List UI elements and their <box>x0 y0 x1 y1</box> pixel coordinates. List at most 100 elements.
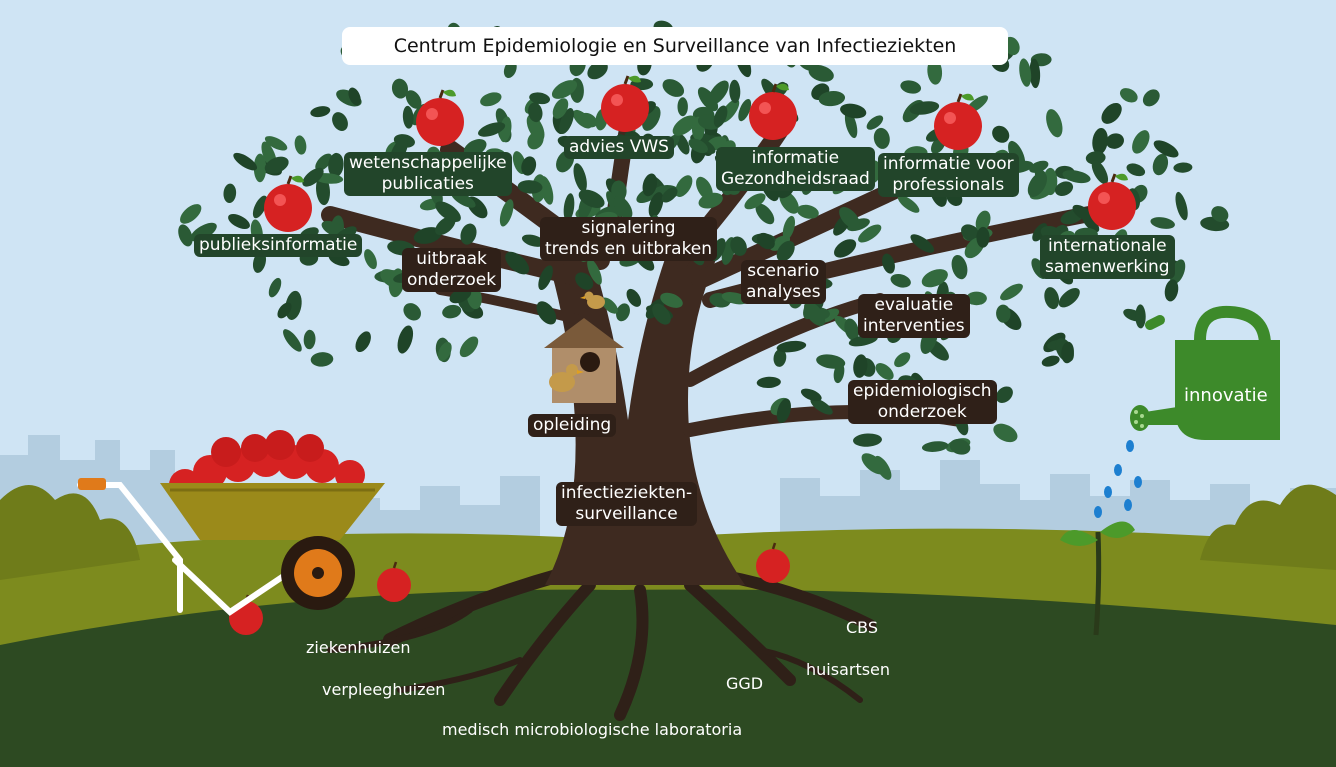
leaf <box>1046 109 1063 138</box>
leaf <box>499 199 514 227</box>
leaf <box>713 105 728 128</box>
leaf <box>517 180 543 194</box>
leaf <box>995 386 1013 403</box>
leaf <box>178 224 193 247</box>
leaf <box>1027 172 1048 197</box>
label-scenario-analyses: scenario analyses <box>741 260 826 304</box>
leaf <box>551 80 578 99</box>
leaf <box>264 156 289 174</box>
leaf <box>1135 304 1146 329</box>
leaf <box>1175 191 1188 221</box>
leaf <box>435 201 461 222</box>
leaf <box>652 303 671 325</box>
leaf <box>834 239 857 258</box>
leaf <box>626 288 642 307</box>
leaf <box>776 398 791 424</box>
leaf <box>1085 151 1106 165</box>
leaf <box>861 453 886 475</box>
source-verpleeghuizen: verpleeghuizen <box>322 680 446 699</box>
leaf <box>1061 341 1074 364</box>
leaf <box>910 234 935 253</box>
leaf <box>738 99 752 122</box>
leaf <box>875 363 894 380</box>
leaf <box>951 254 968 280</box>
leaf <box>975 210 991 232</box>
leaf <box>816 354 846 369</box>
leaf <box>1173 162 1193 173</box>
tree-apples <box>264 75 1136 232</box>
leaf <box>1054 181 1074 196</box>
leaf <box>698 192 723 209</box>
leaf <box>1164 279 1179 302</box>
leaf <box>328 152 344 178</box>
source-laboratoria: medisch microbiologische laboratoria <box>442 720 743 739</box>
bird-icon <box>549 364 584 392</box>
leaf <box>575 272 594 290</box>
leaf <box>332 112 348 132</box>
leaf <box>1126 163 1146 177</box>
leaf <box>866 115 884 130</box>
leaf <box>616 303 630 322</box>
leaf <box>660 292 683 308</box>
label-infectieziekten-surveillance: infectieziekten- surveillance <box>556 482 698 526</box>
leaf <box>315 153 333 171</box>
leaf <box>1132 130 1150 154</box>
label-epidemiologisch-onderzoek: epidemiologisch onderzoek <box>848 380 997 424</box>
leaf <box>996 304 1011 323</box>
leaf <box>840 103 867 119</box>
leaf <box>573 163 587 192</box>
water-drops <box>1094 440 1142 518</box>
leaf <box>253 153 267 183</box>
leaf <box>773 348 787 367</box>
leaf <box>818 91 846 107</box>
leaf <box>348 87 361 106</box>
label-wetenschappelijke-publicaties: wetenschappelijke publicaties <box>344 152 512 196</box>
apple <box>264 175 312 232</box>
bush-left <box>0 485 140 580</box>
leaf <box>897 195 920 213</box>
leaf <box>688 138 708 154</box>
leaf <box>223 183 237 203</box>
leaf <box>853 354 868 378</box>
leaf <box>303 329 316 350</box>
leaf <box>921 441 949 452</box>
leaf <box>844 318 859 341</box>
apple <box>416 89 464 146</box>
source-huisartsen: huisartsen <box>806 660 891 679</box>
label-innovatie: innovatie <box>1184 385 1268 406</box>
leaf <box>355 331 371 353</box>
leaf <box>1043 167 1058 196</box>
leaf <box>397 325 414 354</box>
leaf <box>413 227 442 244</box>
label-advies-vws: advies VWS <box>564 136 674 159</box>
leaf <box>648 192 664 218</box>
leaf <box>1058 287 1080 308</box>
leaf <box>521 156 537 176</box>
source-ggd: GGD <box>726 674 764 693</box>
leaf <box>800 388 822 402</box>
wheelbarrow <box>77 430 385 616</box>
leaf <box>961 224 981 243</box>
leaf <box>601 297 618 314</box>
leaf <box>744 193 766 210</box>
bush-right <box>1200 484 1336 570</box>
leaf <box>294 135 307 155</box>
leaf <box>776 240 795 262</box>
leaf <box>992 125 1010 143</box>
page-title: Centrum Epidemiologie en Surveillance va… <box>342 27 1008 65</box>
leaf <box>536 301 557 325</box>
tree-roots <box>327 568 876 721</box>
leaf <box>403 303 421 321</box>
leaf <box>563 193 575 222</box>
leaf <box>756 376 781 389</box>
leaf <box>909 101 940 115</box>
leaf <box>844 110 858 139</box>
label-informatie-professionals: informatie voor professionals <box>878 153 1019 197</box>
apple <box>377 561 411 602</box>
leaf <box>858 224 882 243</box>
leaf <box>1152 153 1169 176</box>
leaf <box>505 251 530 275</box>
leaf <box>1000 283 1023 301</box>
